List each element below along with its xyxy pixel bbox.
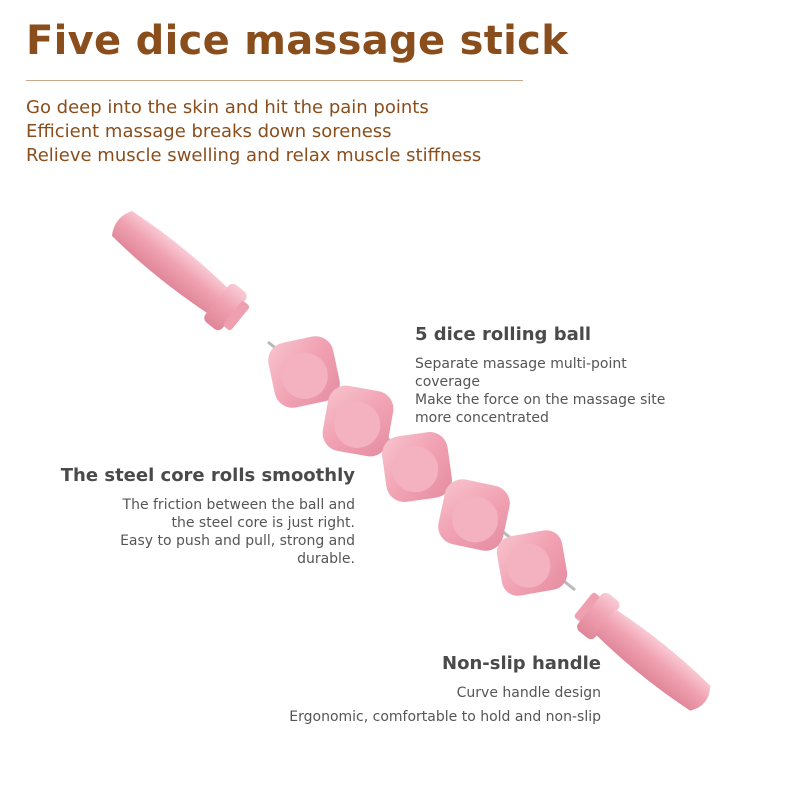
dice-ball-2 — [322, 385, 394, 457]
feature-desc-line: The friction between the ball and — [122, 497, 355, 513]
feature-desc-line: Make the force on the massage site — [415, 392, 666, 408]
benefit-line: Relieve muscle swelling and relax muscle… — [26, 145, 482, 166]
feature-heading: 5 dice rolling ball — [415, 324, 592, 345]
feature-desc-line: more concentrated — [415, 410, 549, 426]
feature-desc-line: coverage — [415, 374, 480, 390]
dice-ball-1 — [268, 336, 340, 408]
feature-heading: The steel core rolls smoothly — [60, 465, 355, 486]
feature-rolling-ball: 5 dice rolling ball Separate massage mul… — [415, 324, 665, 427]
page-title: Five dice massage stick — [26, 18, 569, 64]
feature-desc-line: durable. — [297, 551, 355, 567]
feature-desc-line: Separate massage multi-point — [415, 356, 627, 372]
feature-desc-line: the steel core is just right. — [171, 515, 355, 531]
top-handle — [111, 211, 250, 331]
bottom-handle — [574, 592, 711, 711]
title-divider — [26, 80, 523, 81]
dice-ball-4 — [438, 479, 510, 551]
feature-heading: Non-slip handle — [442, 653, 601, 674]
feature-handle: Non-slip handle Curve handle design Ergo… — [289, 653, 601, 726]
benefit-line: Go deep into the skin and hit the pain p… — [26, 97, 429, 118]
benefit-lines: Go deep into the skin and hit the pain p… — [26, 96, 481, 168]
feature-desc-line: Ergonomic, comfortable to hold and non-s… — [289, 709, 601, 725]
dice-ball-5 — [496, 530, 568, 596]
dice-ball-3 — [382, 432, 452, 502]
feature-desc-line: Easy to push and pull, strong and — [120, 533, 355, 549]
feature-desc-line: Curve handle design — [456, 685, 601, 701]
feature-steel-core: The steel core rolls smoothly The fricti… — [61, 465, 355, 568]
benefit-line: Efficient massage breaks down soreness — [26, 121, 392, 142]
